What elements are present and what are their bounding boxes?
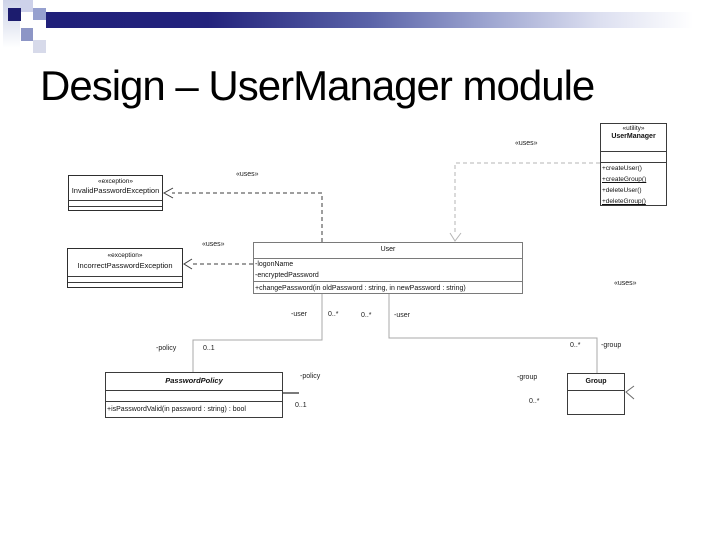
class-group[interactable]: Group: [567, 373, 625, 415]
usermanager-method: +createGroup(): [602, 176, 647, 183]
passwordpolicy-attributes-empty: [106, 391, 282, 402]
arrowhead-incorrectpasswordexception: [183, 258, 193, 270]
usermanager-method: +deleteUser(): [602, 187, 642, 194]
multiplicity-label: 0..1: [295, 402, 307, 409]
usermanager-name: UserManager: [611, 133, 656, 140]
deco-square-navy: [8, 8, 21, 21]
usermanager-method: +createUser(): [602, 165, 642, 172]
user-attribute: -logonName: [255, 261, 294, 268]
deco-square-pale: [33, 40, 46, 53]
user-attributes: -logonName -encryptedPassword: [254, 259, 522, 282]
incorrectpasswordexception-empty-section: [68, 283, 182, 289]
incorrectpasswordexception-empty-section: [68, 277, 182, 283]
association-user-group: [388, 294, 598, 373]
dependency-usermanager-user: [454, 162, 600, 233]
passwordpolicy-name: PasswordPolicy: [165, 376, 223, 385]
class-incorrectpasswordexception[interactable]: «exception» IncorrectPasswordException: [67, 248, 183, 288]
usermanager-operations: +createUser() +createGroup() +deleteUser…: [601, 163, 666, 207]
role-label-group: -group: [517, 374, 538, 381]
dependency-user-invalidpasswordexception: [172, 192, 323, 242]
invalidpasswordexception-name: InvalidPasswordException: [71, 186, 160, 195]
class-usermanager[interactable]: «utility» UserManager +createUser() +cre…: [600, 123, 667, 206]
group-name: Group: [585, 378, 607, 385]
slide-title: Design – UserManager module: [40, 62, 595, 109]
invalidpasswordexception-stereotype: «exception»: [97, 178, 134, 185]
header-gradient-bar: [46, 12, 720, 28]
invalidpasswordexception-empty-section: [69, 201, 162, 207]
arrowhead-invalidpasswordexception: [162, 187, 174, 199]
uses-label-usermanager-user: «uses»: [515, 140, 538, 147]
role-label-policy: -policy: [156, 345, 177, 352]
passwordpolicy-header: PasswordPolicy: [106, 373, 282, 391]
role-label-user: -user: [291, 311, 307, 318]
uses-label-incorrectpasswordexception: «uses»: [202, 241, 225, 248]
user-header: User: [254, 243, 522, 259]
class-passwordpolicy[interactable]: PasswordPolicy +isPasswordValid(in passw…: [105, 372, 283, 418]
passwordpolicy-operations: +isPasswordValid(in password : string) :…: [106, 402, 282, 417]
deco-square-slate-top: [33, 8, 46, 20]
usermanager-stereotype: «utility»: [622, 125, 645, 132]
uses-label-invalidpasswordexception: «uses»: [236, 171, 259, 178]
user-method: +changePassword(in oldPassword : string,…: [255, 285, 466, 292]
usermanager-attributes-empty: [601, 152, 666, 163]
incorrectpasswordexception-name: IncorrectPasswordException: [77, 261, 173, 270]
deco-square-slate-bottom: [21, 28, 33, 41]
usermanager-method: +deleteGroup(): [602, 198, 646, 205]
arrowhead-group: [625, 385, 635, 400]
role-label-policy: -policy: [300, 373, 321, 380]
passwordpolicy-method: +isPasswordValid(in password : string) :…: [107, 406, 246, 413]
user-name: User: [380, 246, 396, 253]
incorrectpasswordexception-stereotype: «exception»: [107, 252, 143, 259]
role-label-user: -user: [394, 312, 410, 319]
incorrectpasswordexception-header: «exception» IncorrectPasswordException: [68, 249, 182, 277]
multiplicity-label: 0..*: [328, 311, 339, 318]
arrowhead-user: [449, 232, 462, 242]
multiplicity-label: 0..*: [361, 312, 372, 319]
user-operations: +changePassword(in oldPassword : string,…: [254, 282, 522, 295]
invalidpasswordexception-empty-section: [69, 207, 162, 213]
group-header: Group: [568, 374, 624, 391]
deco-square-lavender: [20, 0, 33, 12]
group-empty-section: [568, 391, 624, 417]
multiplicity-label: 0..1: [203, 345, 215, 352]
multiplicity-label: 0..*: [570, 342, 581, 349]
class-user[interactable]: User -logonName -encryptedPassword +chan…: [253, 242, 523, 294]
class-usermanager-header: «utility» UserManager: [601, 124, 666, 152]
class-invalidpasswordexception[interactable]: «exception» InvalidPasswordException: [68, 175, 163, 211]
invalidpasswordexception-header: «exception» InvalidPasswordException: [69, 176, 162, 201]
uses-label-group: «uses»: [614, 280, 637, 287]
user-attribute: -encryptedPassword: [255, 272, 319, 279]
multiplicity-label: 0..*: [529, 398, 540, 405]
role-label-group: -group: [601, 342, 622, 349]
association-user-passwordpolicy: [192, 294, 323, 372]
